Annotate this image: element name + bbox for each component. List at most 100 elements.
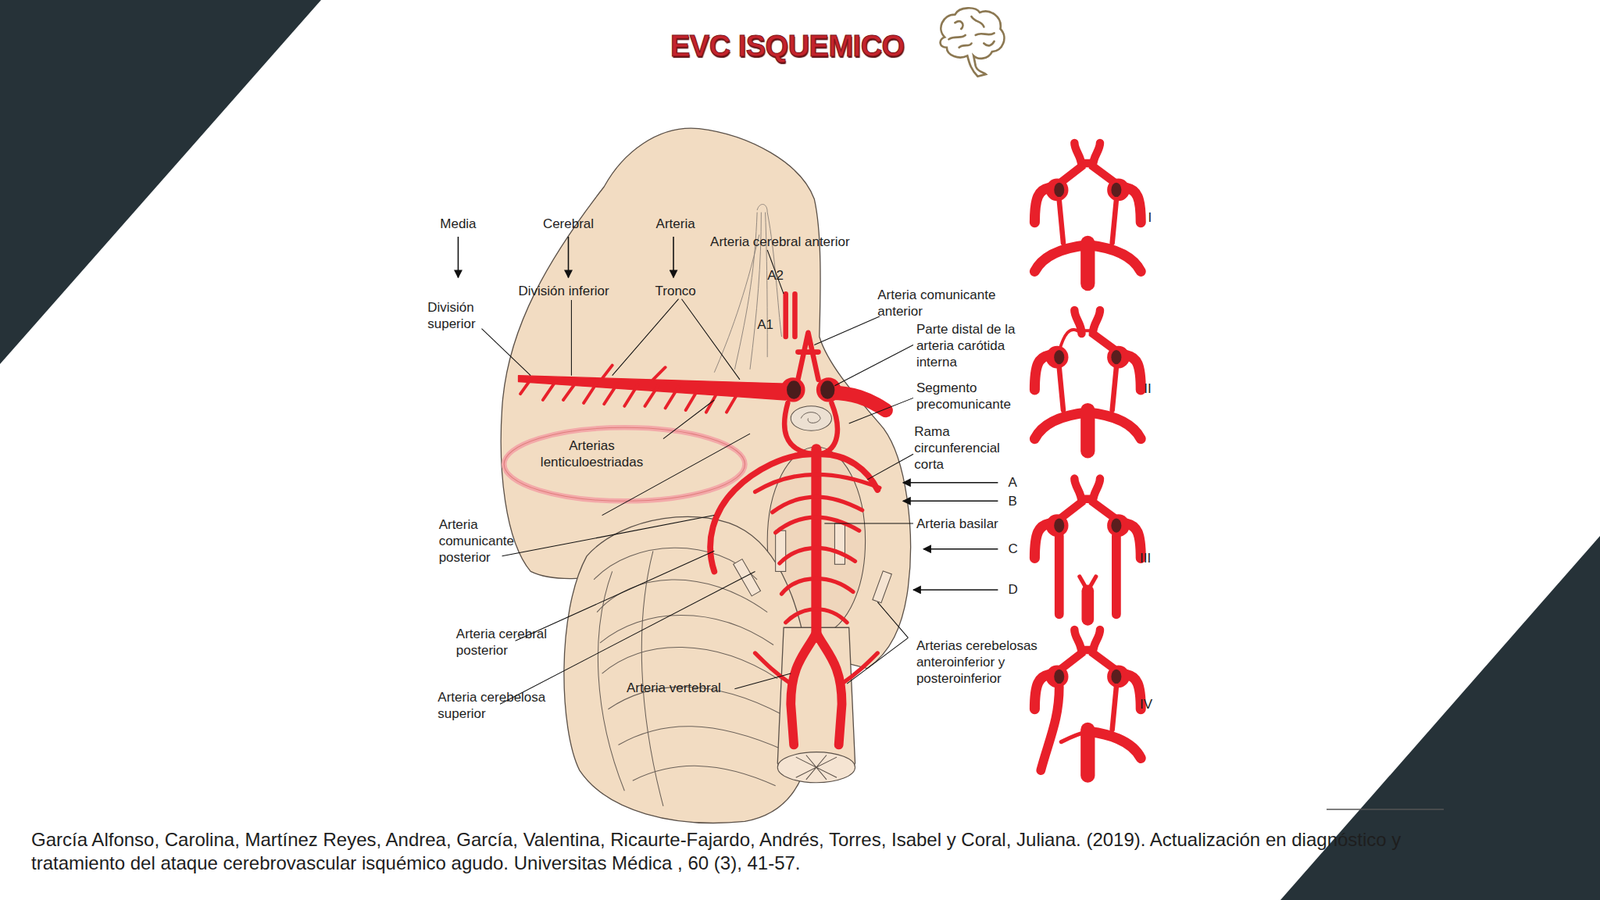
brain-icon <box>940 7 1005 76</box>
leader-lines <box>867 453 914 480</box>
posterior-communicating <box>784 403 838 454</box>
willis-variant <box>1080 410 1095 451</box>
citation: García Alfonso, Carolina, Martínez Reyes… <box>31 828 1493 875</box>
brain-illustration <box>457 128 1141 823</box>
right-middle-cerebral <box>831 392 886 411</box>
willis-variant <box>1080 242 1095 284</box>
willis-variant <box>1034 629 1141 776</box>
slide-decoration <box>0 0 322 365</box>
carotid-sections <box>780 377 805 402</box>
pointer-arrows <box>672 236 675 278</box>
medulla-section <box>796 755 837 780</box>
carotid-sections <box>800 412 821 424</box>
willis-variant <box>1059 629 1117 671</box>
pointer-arrows <box>903 500 998 503</box>
anatomy-label: Segmento precomunicante <box>916 379 1034 413</box>
willis-variant <box>1040 686 1060 771</box>
anterior-cerebral-a1 <box>797 332 818 380</box>
willis-variant <box>1107 665 1130 689</box>
fissure-lines <box>765 212 768 358</box>
slide-decoration <box>1326 808 1444 811</box>
pointer-arrows <box>903 482 998 484</box>
willis-variant <box>1081 590 1094 620</box>
leader-lines <box>734 673 791 690</box>
nerve-stumps <box>775 530 786 572</box>
carotid-sections <box>786 380 801 400</box>
willis-variant <box>1046 346 1069 369</box>
carotid-sections <box>780 377 841 431</box>
willis-variant <box>1053 182 1065 197</box>
anatomy-label: II <box>1143 380 1165 397</box>
cerebellar-folia <box>602 647 779 679</box>
cerebellar-folia <box>600 614 774 645</box>
willis-variant <box>1059 478 1117 520</box>
slide-title: EVC ISQUEMICO <box>670 29 905 64</box>
medulla-section <box>777 752 855 783</box>
cerebellar-folia <box>618 726 785 750</box>
willis-variant <box>1080 729 1095 776</box>
willis-variant <box>1053 350 1065 365</box>
anatomy-label: Tronco <box>655 282 707 300</box>
anatomy-label: Arterias cerebelosas anteroinferior y po… <box>916 637 1060 687</box>
fissure-lines <box>757 204 768 213</box>
pointer-arrows <box>923 548 998 550</box>
anterior-cerebral-a2 <box>785 293 796 337</box>
brain-icon <box>940 7 1005 76</box>
willis-variant <box>1107 178 1130 202</box>
cerebellar-folia <box>596 579 768 613</box>
anatomy-label: Parte distal de la arteria carótida inte… <box>916 321 1031 371</box>
anatomy-label: Arteria <box>639 215 711 233</box>
willis-variant <box>1046 514 1069 537</box>
willis-variant <box>1107 514 1130 537</box>
medulla-section <box>777 752 855 783</box>
anatomy-label: Rama circunferencial corta <box>914 423 1017 473</box>
anatomy-label: III <box>1139 550 1166 567</box>
anatomy-label: A2 <box>767 267 792 284</box>
cerebellar-folia <box>593 547 784 807</box>
willis-variant <box>1110 350 1122 365</box>
anatomy-label: Arteria cerebelosa superior <box>437 689 565 722</box>
willis-variant <box>1034 142 1141 284</box>
leader-lines <box>612 299 740 380</box>
willis-variant <box>1107 346 1130 369</box>
anatomy-label: Cerebral <box>527 215 609 233</box>
vertebral-arteries <box>790 632 842 746</box>
anatomy-label: B <box>1007 492 1029 510</box>
leader-lines <box>571 300 572 376</box>
leader-lines <box>834 344 914 386</box>
willis-variant <box>1112 686 1117 730</box>
carotid-sections <box>820 380 835 400</box>
pointer-arrows <box>913 589 998 591</box>
anatomy-label: A <box>1007 474 1029 491</box>
anatomy-label: Media <box>427 215 489 233</box>
willis-variant <box>1053 669 1065 684</box>
anatomy-label: D <box>1007 581 1029 598</box>
anatomy-label: División inferior <box>518 282 636 300</box>
brain-icon <box>948 16 994 48</box>
willis-variant <box>1053 518 1065 533</box>
pointer-arrows <box>457 236 460 278</box>
willis-variant <box>1046 665 1069 689</box>
anatomy-label: C <box>1007 540 1029 558</box>
willis-variant <box>1110 182 1122 197</box>
carotid-sections <box>790 406 832 431</box>
lenticulostriate-region <box>503 427 745 501</box>
cerebellar-folia <box>593 547 758 580</box>
cerebellar-folia <box>641 550 664 807</box>
fissure-lines <box>714 234 759 372</box>
lenticulostriate-region <box>503 427 745 501</box>
anatomy-label: División superior <box>427 299 487 333</box>
anatomy-label: A1 <box>757 316 782 333</box>
anatomy-label: Arteria comunicante posterior <box>439 516 532 566</box>
lenticulostriate-region <box>503 427 745 501</box>
willis-variant <box>1059 142 1117 184</box>
anatomy-label: Arterias lenticuloestriadas <box>530 437 654 471</box>
willis-variant <box>1059 329 1093 351</box>
leader-lines <box>846 602 908 684</box>
leader-lines <box>502 515 715 557</box>
anatomy-label: Arteria comunicante anterior <box>877 286 1021 320</box>
anatomy-label: Arteria vertebral <box>626 679 744 697</box>
